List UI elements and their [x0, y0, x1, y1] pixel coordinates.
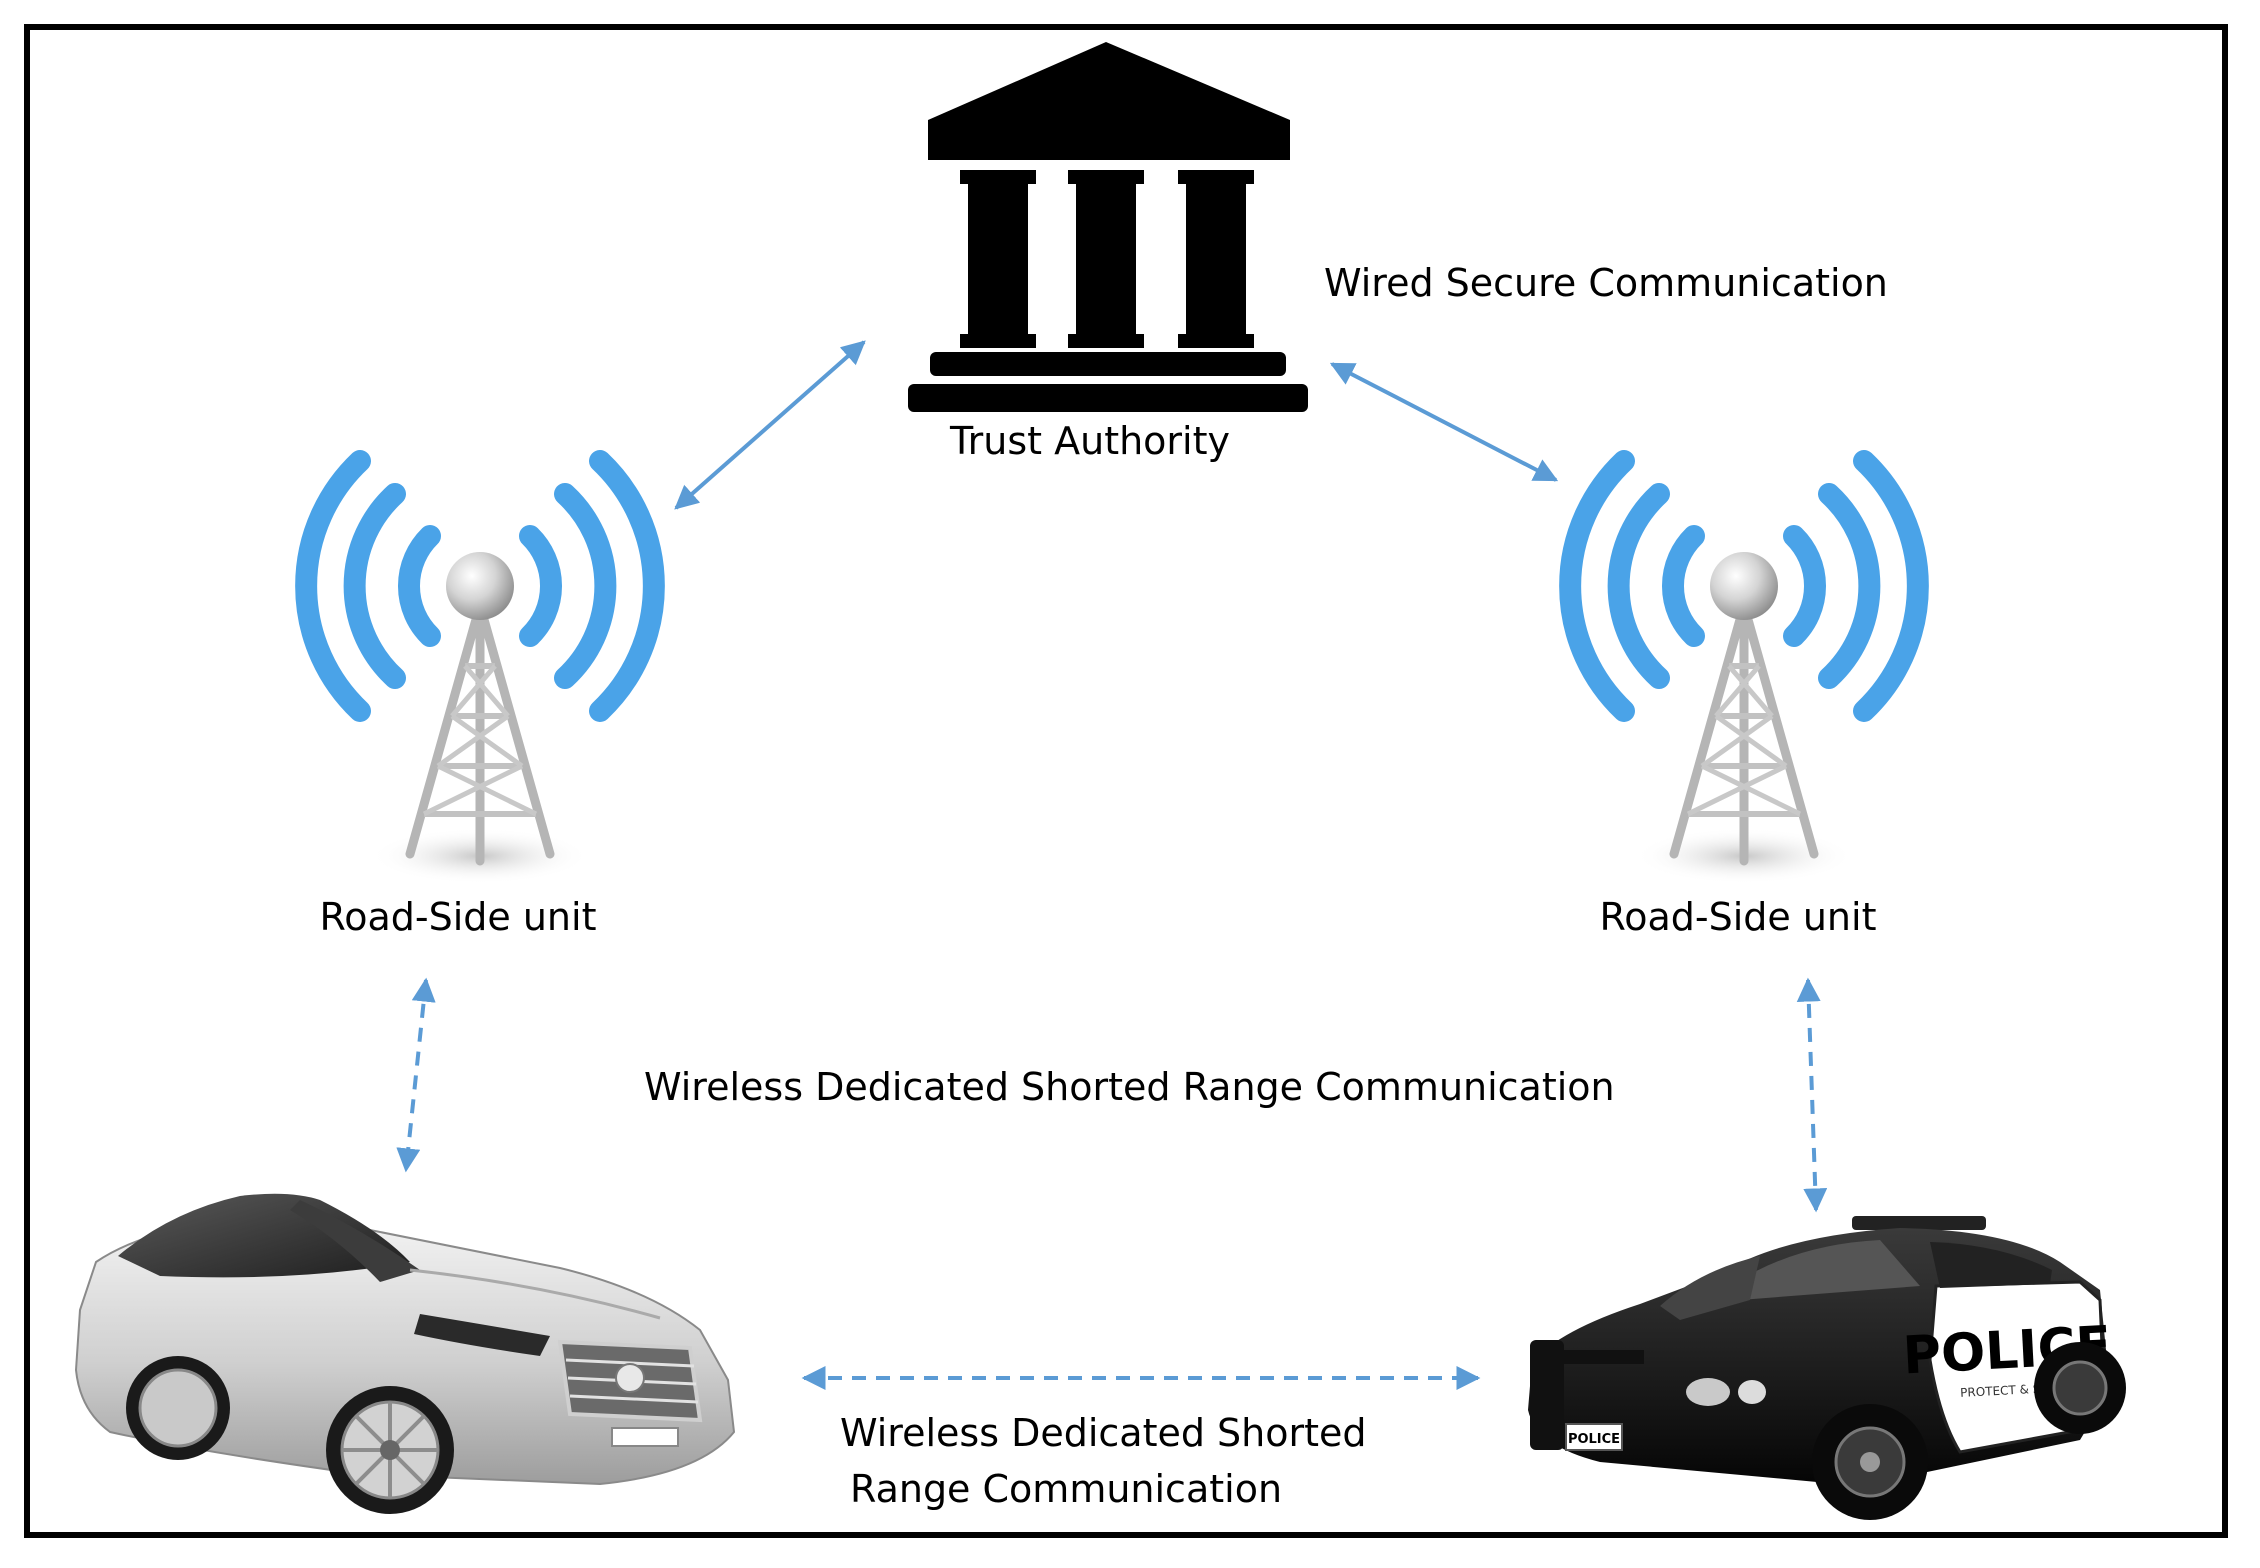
rsu-left-label: Road-Side unit [320, 895, 597, 939]
dsrc-v2v-label-line1: Wireless Dedicated Shorted [840, 1411, 1367, 1455]
dsrc-link-arrow-right [1796, 977, 1828, 1213]
radio-tower-icon [306, 461, 654, 884]
sedan-car-icon [74, 1193, 736, 1514]
police-plate-text: POLICE [1568, 1432, 1620, 1447]
dsrc-rsu-label: Wireless Dedicated Shorted Range Communi… [644, 1065, 1615, 1109]
wired-secure-communication-label: Wired Secure Communication [1324, 261, 1888, 305]
wired-link-arrow-right [1329, 362, 1559, 482]
dsrc-v2v-label-line2: Range Communication [850, 1467, 1282, 1511]
bank-building-icon [908, 42, 1308, 412]
rsu-right-label: Road-Side unit [1600, 895, 1877, 939]
dsrc-link-arrow-left [396, 977, 436, 1173]
radio-tower-icon [1570, 461, 1918, 884]
wired-link-arrow-left [674, 340, 866, 510]
police-car-icon: POLICE POLICE PROTECT & SERVE [1528, 1216, 2126, 1520]
trust-authority-label: Trust Authority [949, 419, 1230, 463]
